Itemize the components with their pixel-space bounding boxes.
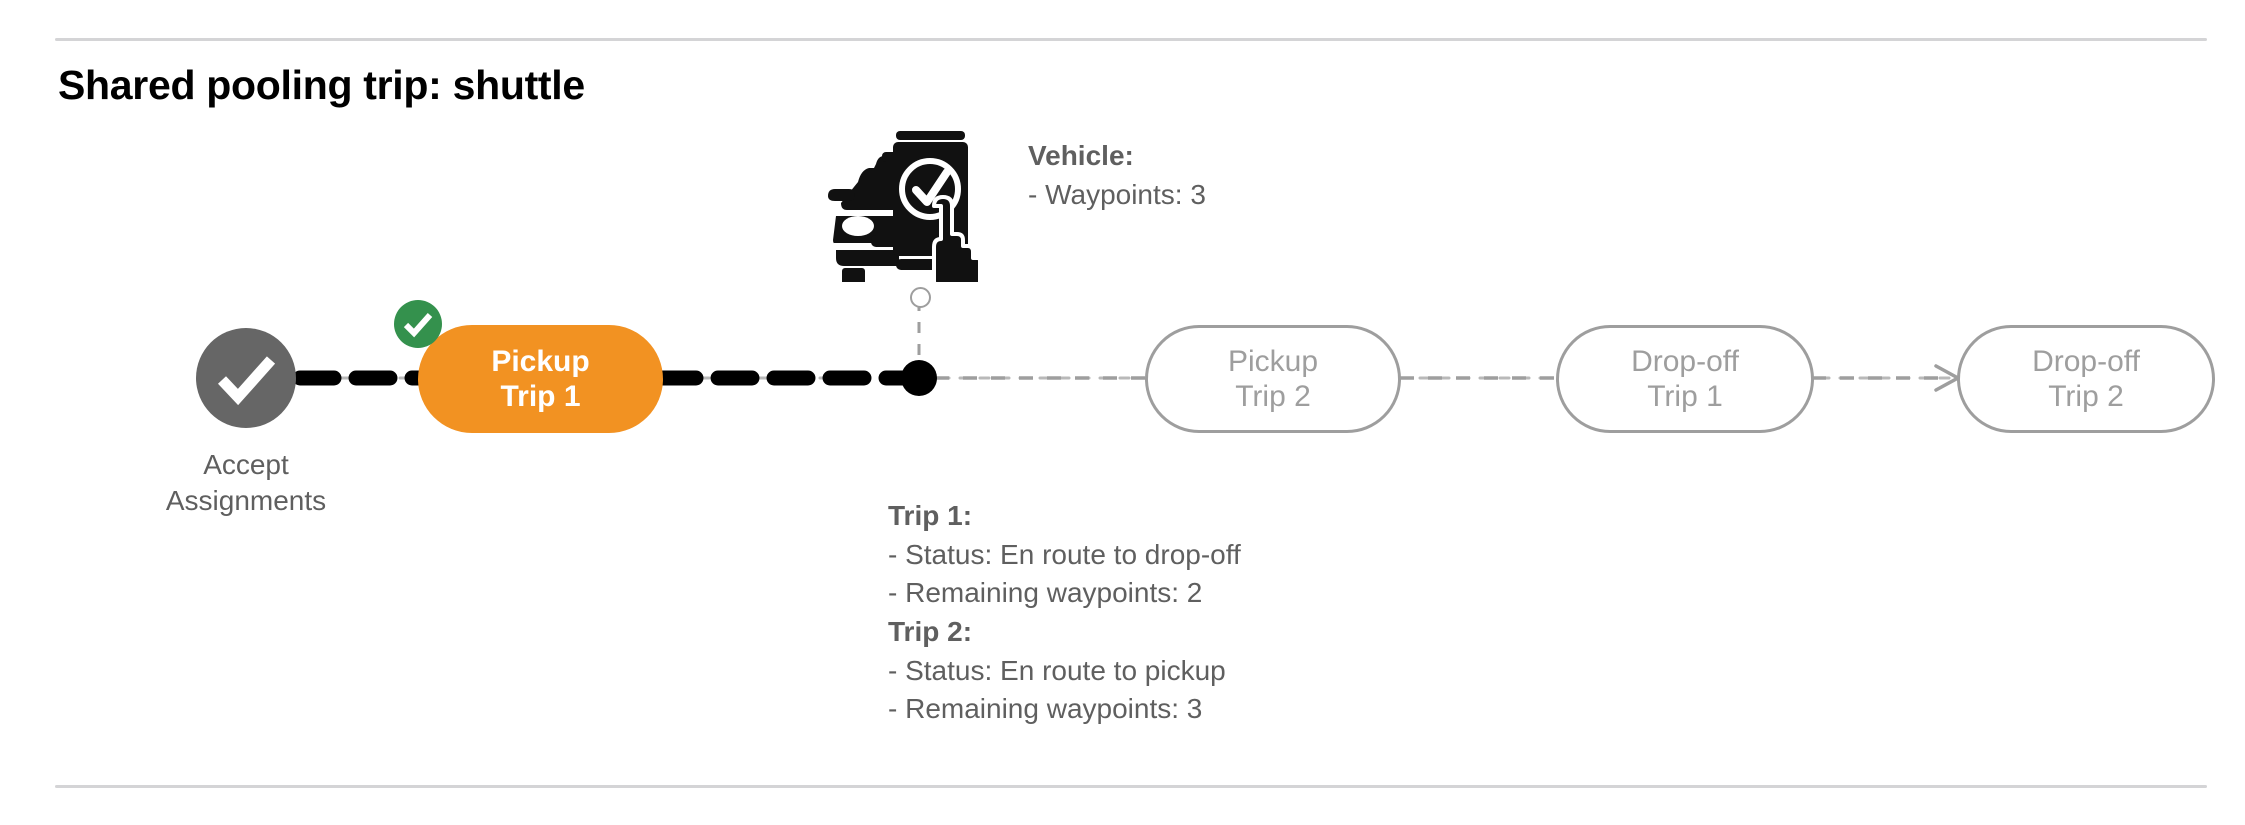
node-pickup-trip-1-line-1: Pickup xyxy=(491,344,590,378)
page-title: Shared pooling trip: shuttle xyxy=(58,62,585,108)
node-drop-off-trip-1-line-1: Drop-off xyxy=(1631,344,1739,378)
vehicle-phone-check-icon xyxy=(818,122,978,282)
trip-1-annotation-row-0: - Status: En route to drop-off xyxy=(888,538,1241,570)
vehicle-annotation-header: Vehicle: xyxy=(1028,140,1134,171)
node-drop-off-trip-1-line-2: Trip 1 xyxy=(1647,380,1723,413)
node-pickup-trip-2-line-1: Pickup xyxy=(1227,344,1319,378)
accept-caption-line-1: Accept xyxy=(203,449,289,480)
node-drop-off-trip-2-line-2: Trip 2 xyxy=(2048,380,2124,413)
trip-1-annotation-row-1: - Remaining waypoints: 2 xyxy=(888,577,1203,609)
check-icon xyxy=(403,313,433,338)
vehicle-position-marker[interactable] xyxy=(901,360,937,396)
node-drop-off-trip-2-line-1: Drop-off xyxy=(2032,344,2140,378)
check-icon xyxy=(217,356,276,406)
header-divider xyxy=(55,38,2207,41)
node-pickup-trip-1-line-2: Trip 1 xyxy=(500,380,581,413)
trip-2-annotation-row-1: - Remaining waypoints: 3 xyxy=(888,693,1203,725)
node-pickup-trip-1-completed-badge xyxy=(394,300,442,348)
accept-caption-line-2: Assignments xyxy=(165,485,327,517)
footer-divider xyxy=(55,785,2207,788)
vehicle-annotation: Vehicle: - Waypoints: 3 xyxy=(1028,137,1206,214)
route-arrowhead xyxy=(1934,364,1960,392)
node-drop-off-trip-2[interactable]: Drop-off Trip 2 xyxy=(1957,325,2215,433)
node-pickup-trip-1[interactable]: Pickup Trip 1 xyxy=(418,325,663,433)
node-pickup-trip-2-line-2: Trip 2 xyxy=(1235,380,1311,413)
node-pickup-trip-2[interactable]: Pickup Trip 2 xyxy=(1145,325,1401,433)
vehicle-annotation-row-0: - Waypoints: 3 xyxy=(1028,178,1206,210)
trip-2-annotation-row-0: - Status: En route to pickup xyxy=(888,654,1226,686)
trip-1-annotation-header: Trip 1: xyxy=(888,500,973,531)
trip-2-annotation-header: Trip 2: xyxy=(888,615,973,647)
trip-1-annotation: Trip 1: - Status: En route to drop-off -… xyxy=(888,497,1241,729)
vehicle-leader-anchor-icon xyxy=(910,287,931,308)
node-accept-assignments-caption: Accept Assignments xyxy=(146,447,346,520)
node-drop-off-trip-1[interactable]: Drop-off Trip 1 xyxy=(1556,325,1814,433)
node-accept-assignments[interactable] xyxy=(196,328,296,428)
